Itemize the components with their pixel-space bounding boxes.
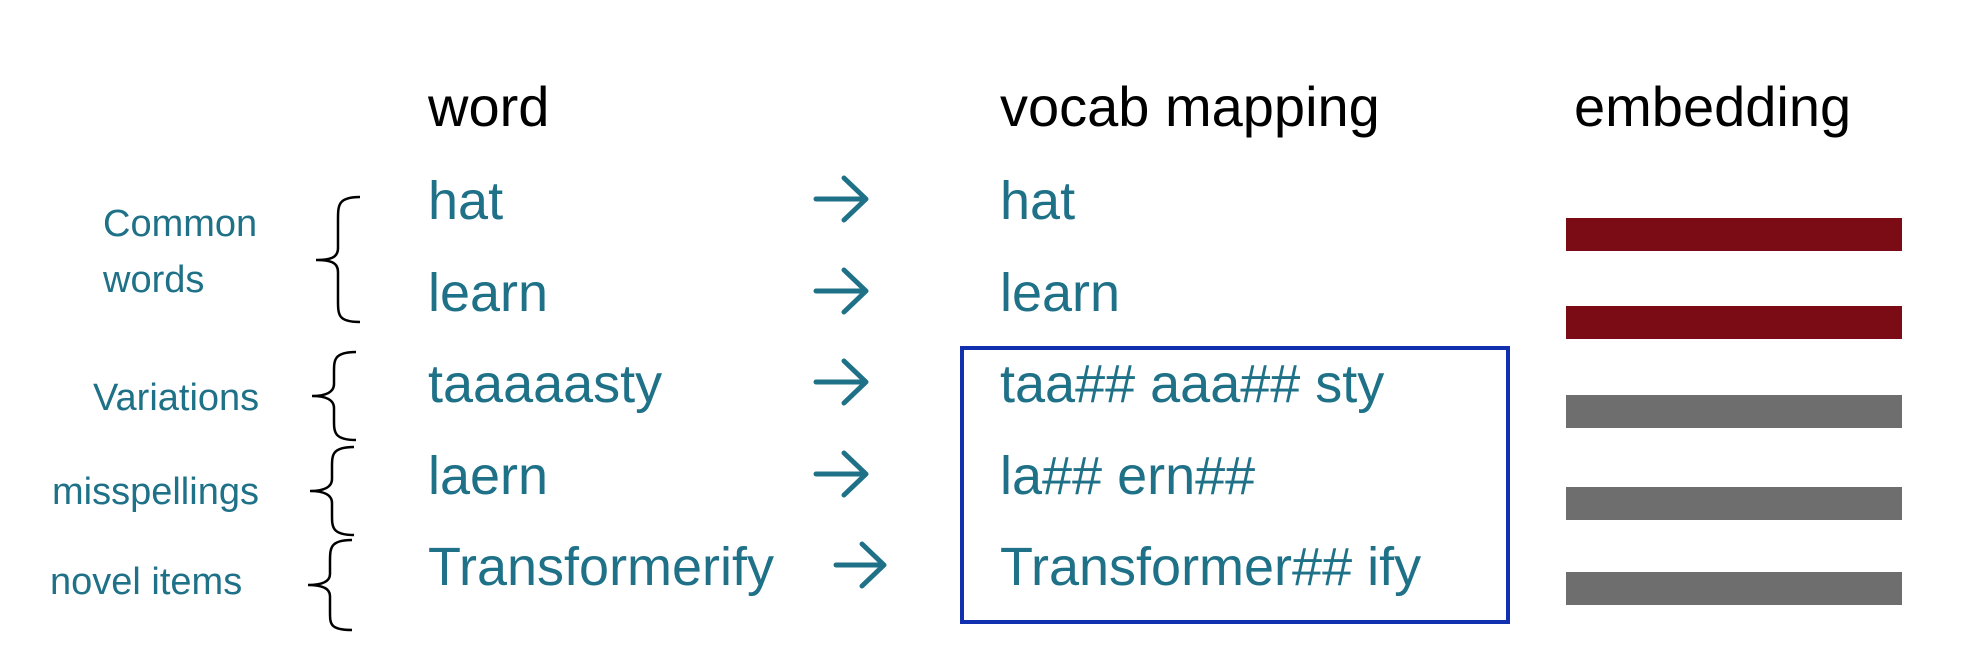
embedding-bar-hat bbox=[1566, 218, 1902, 251]
category-label-common-line2: words bbox=[102, 259, 204, 301]
embedding-bars bbox=[1566, 218, 1902, 605]
arrow-icon-row4 bbox=[813, 450, 869, 498]
brace-misspellings bbox=[309, 445, 355, 537]
embedding-bar-taaaaasty bbox=[1566, 395, 1902, 428]
embedding-bar-transformerify bbox=[1566, 572, 1902, 605]
category-label-common-line1: Common bbox=[103, 203, 257, 245]
word-learn: learn bbox=[428, 263, 548, 323]
category-label-misspellings: misspellings bbox=[52, 471, 259, 513]
category-label-variations: Variations bbox=[93, 377, 259, 419]
header-vocab-mapping: vocab mapping bbox=[1000, 75, 1380, 138]
vocab-learn: learn bbox=[1000, 263, 1120, 323]
word-laern: laern bbox=[428, 446, 548, 506]
arrow-icon-row3 bbox=[813, 358, 869, 406]
braces bbox=[307, 195, 361, 632]
arrow-icon-row5 bbox=[833, 541, 887, 589]
brace-variations bbox=[311, 350, 357, 442]
word-taaaaasty: taaaaasty bbox=[428, 354, 662, 414]
subword-highlight-box bbox=[960, 346, 1510, 624]
word-transformerify: Transformerify bbox=[428, 537, 774, 597]
vocab-hat: hat bbox=[1000, 171, 1075, 231]
arrow-icon-row2 bbox=[813, 267, 869, 315]
arrow-icon-row1 bbox=[813, 175, 869, 223]
arrows bbox=[813, 175, 887, 589]
category-label-novel-items: novel items bbox=[50, 561, 242, 603]
header-word: word bbox=[427, 75, 549, 138]
word-hat: hat bbox=[428, 171, 503, 231]
vocab-transformerify-subwords: Transformer## ify bbox=[1000, 537, 1421, 597]
brace-common-words bbox=[315, 195, 361, 324]
vocab-laern-subwords: la## ern## bbox=[1000, 446, 1255, 506]
vocab-taaaaasty-subwords: taa## aaa## sty bbox=[1000, 354, 1384, 414]
embedding-bar-learn bbox=[1566, 306, 1902, 339]
embedding-bar-laern bbox=[1566, 487, 1902, 520]
brace-novel-items bbox=[307, 538, 353, 632]
header-embedding: embedding bbox=[1574, 75, 1851, 138]
